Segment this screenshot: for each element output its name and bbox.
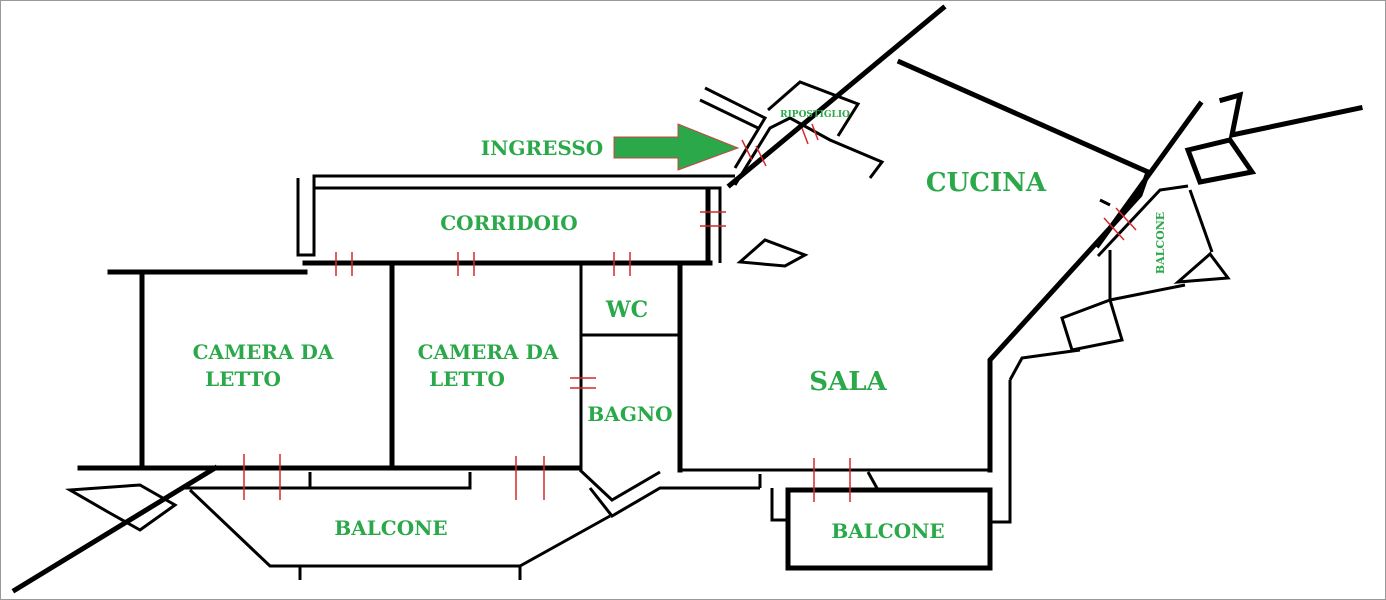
label-camera-2-line1: CAMERA DA [418,340,559,364]
label-camera-1-line1: CAMERA DA [193,340,334,364]
label-sala: SALA [809,367,887,397]
label-corridoio: CORRIDOIO [440,211,577,235]
walls [11,4,1363,594]
entrance-arrow [613,123,740,171]
room-labels: INGRESSO RIPOSTIGLIO CUCINA CORRIDOIO CA… [193,110,1167,543]
label-cucina: CUCINA [926,168,1047,198]
label-balcone-center: BALCONE [831,519,944,543]
door-marks [243,123,1137,502]
label-ripostiglio: RIPOSTIGLIO [780,110,850,120]
label-camera-1-line2: LETTO [205,367,281,391]
label-balcone-left: BALCONE [334,516,447,540]
arrow-right-icon [613,123,740,171]
label-wc: WC [605,297,648,323]
label-ingresso: INGRESSO [481,136,603,160]
label-camera-2-line2: LETTO [429,367,505,391]
label-balcone-right: BALCONE [1154,212,1167,274]
label-bagno: BAGNO [587,402,672,426]
